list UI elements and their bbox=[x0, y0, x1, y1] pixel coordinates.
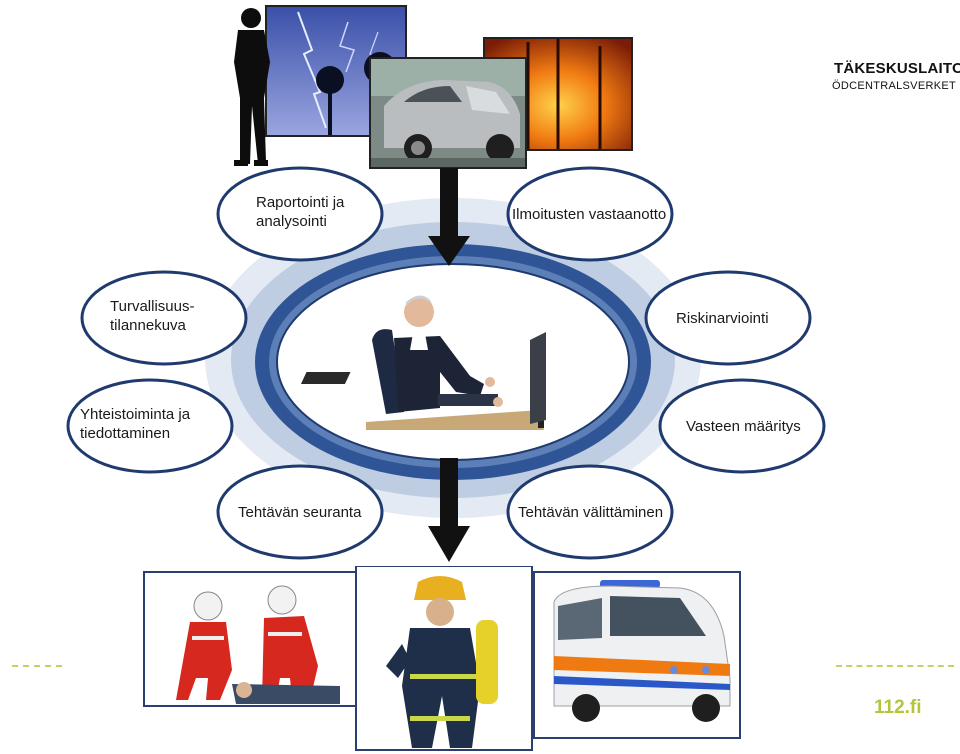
bubble-turvallisuus-line2: tilannekuva bbox=[110, 317, 187, 334]
bubble-vasteen bbox=[658, 378, 826, 474]
site-url: 112.fi bbox=[874, 697, 922, 718]
bubble-yhteistoiminta-line1: Yhteistoiminta ja bbox=[80, 406, 191, 423]
paramedics-photo bbox=[143, 571, 357, 707]
bubble-raportointi bbox=[216, 166, 384, 262]
firefighter-photo bbox=[355, 566, 533, 751]
right-dashed-divider bbox=[836, 665, 954, 667]
bubble-seuranta bbox=[216, 464, 384, 560]
brand-subtitle: ÖDCENTRALSVERKET bbox=[832, 80, 956, 92]
car-crash-photo bbox=[369, 57, 527, 169]
bubble-vasteen-label: Vasteen määritys bbox=[686, 418, 801, 435]
brand-title: TÄKESKUSLAITOS bbox=[834, 60, 960, 77]
bubble-yhteistoiminta bbox=[66, 378, 234, 474]
left-dashed-divider bbox=[12, 665, 62, 667]
bubble-riskinarviointi-label: Riskinarviointi bbox=[676, 310, 769, 327]
incoming-arrow bbox=[428, 168, 470, 266]
bubble-raportointi-line1: Raportointi ja bbox=[256, 194, 345, 211]
bubble-valittaminen bbox=[506, 464, 674, 560]
bubble-turvallisuus-line1: Turvallisuus- bbox=[110, 298, 194, 315]
bubble-seuranta-label: Tehtävän seuranta bbox=[238, 504, 362, 521]
bubble-raportointi-line2: analysointi bbox=[256, 213, 327, 230]
bubble-riskinarviointi bbox=[644, 270, 812, 366]
dispatcher-at-desk bbox=[300, 295, 546, 430]
person-silhouette bbox=[234, 8, 270, 166]
bubble-valittaminen-label: Tehtävän välittäminen bbox=[518, 504, 663, 521]
ambulance-photo bbox=[533, 571, 741, 739]
bubble-ilmoitusten bbox=[506, 166, 674, 262]
bubble-turvallisuus bbox=[80, 270, 248, 366]
bubble-yhteistoiminta-line2: tiedottaminen bbox=[80, 425, 170, 442]
incident-photos bbox=[234, 5, 633, 169]
response-photos bbox=[143, 566, 741, 751]
outgoing-arrow bbox=[428, 458, 470, 562]
bubble-ilmoitusten-label: Ilmoitusten vastaanotto bbox=[512, 206, 666, 223]
